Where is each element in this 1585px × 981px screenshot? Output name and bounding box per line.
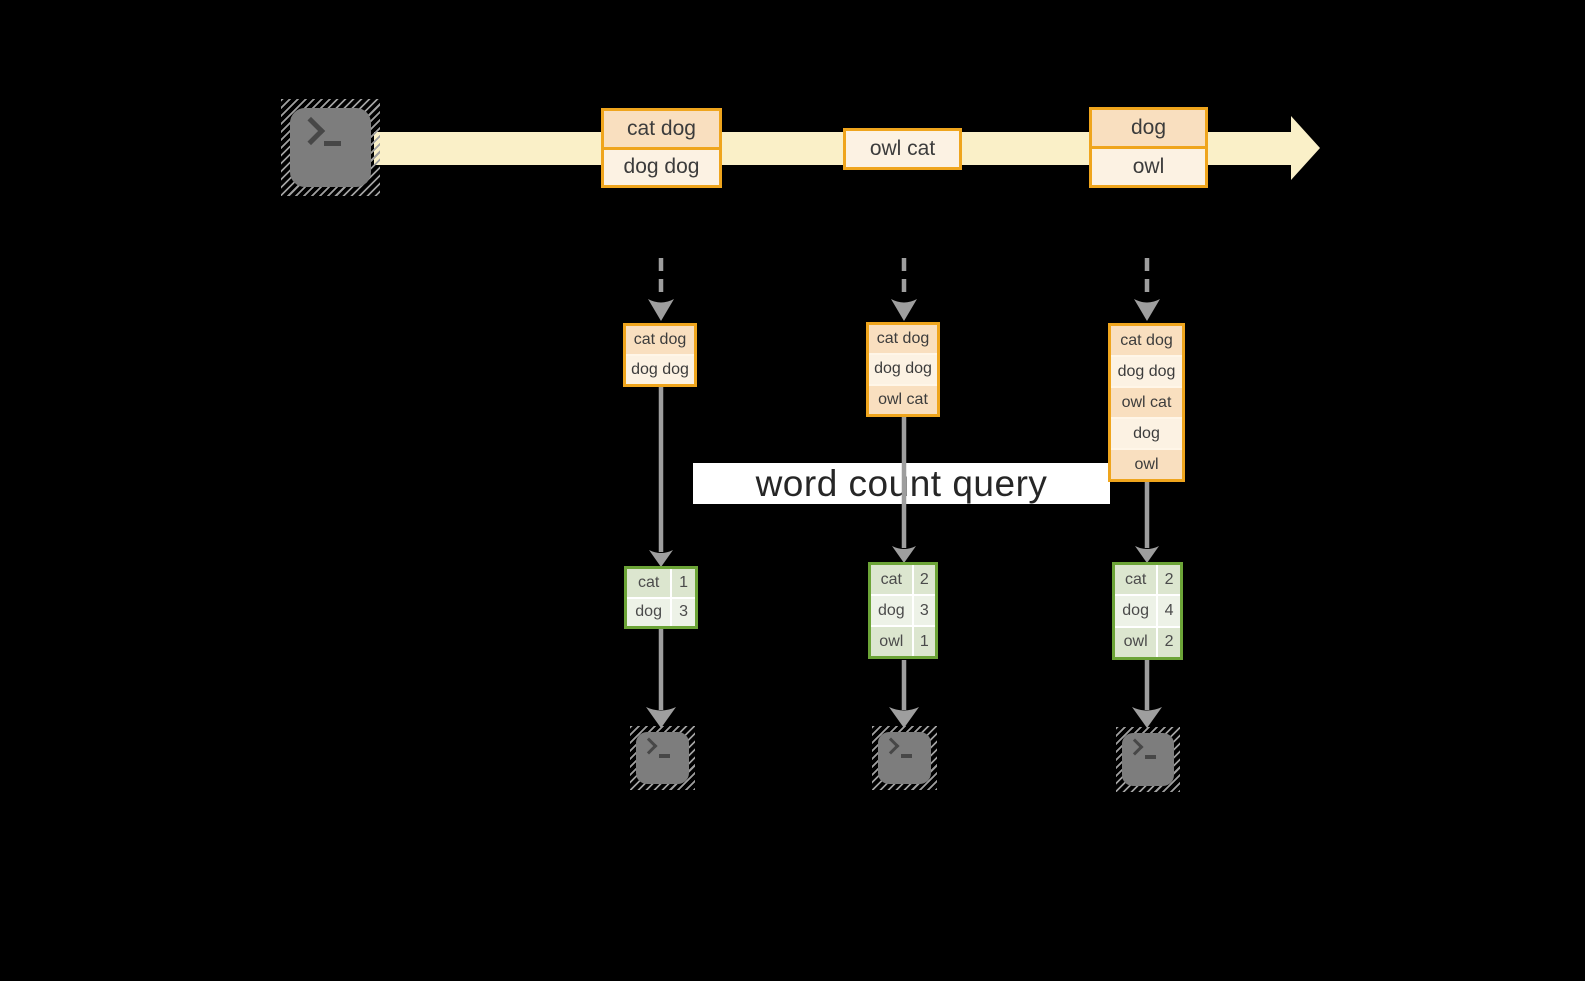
buffer-row: cat dog bbox=[869, 325, 937, 354]
count-value: 3 bbox=[672, 598, 695, 626]
count-table-3: cat 2 dog 4 owl 2 bbox=[1112, 562, 1183, 660]
stream-event-box-3: dog owl bbox=[1089, 107, 1208, 188]
stream-event-row: dog bbox=[1092, 110, 1205, 146]
count-table-2: cat 2 dog 3 owl 1 bbox=[868, 562, 938, 659]
terminal-screen bbox=[878, 732, 931, 784]
count-value: 2 bbox=[1158, 565, 1180, 595]
buffer-row: owl bbox=[1111, 450, 1182, 479]
stream-event-row: owl cat bbox=[846, 131, 959, 167]
prompt-chevron-icon bbox=[1126, 738, 1144, 756]
stream-arrowhead-icon bbox=[1291, 116, 1320, 180]
count-word: dog bbox=[871, 596, 912, 625]
sink-arrowhead-icons bbox=[646, 707, 1162, 728]
count-table-1: cat 1 dog 3 bbox=[624, 566, 698, 629]
input-buffer-1: cat dog dog dog bbox=[623, 323, 697, 387]
buffer-row: dog dog bbox=[1111, 357, 1182, 386]
count-value: 1 bbox=[913, 627, 935, 656]
prompt-chevron-icon bbox=[640, 737, 658, 755]
stream-event-row: owl bbox=[1092, 149, 1205, 185]
count-word: owl bbox=[1115, 627, 1157, 657]
count-value: 2 bbox=[1158, 627, 1180, 657]
count-value: 3 bbox=[913, 596, 935, 625]
terminal-icon bbox=[1116, 727, 1180, 792]
count-word: cat bbox=[871, 565, 912, 594]
query-band: word count query bbox=[693, 463, 1110, 504]
query-arrowhead-icons bbox=[649, 546, 1159, 567]
prompt-underscore-icon bbox=[659, 754, 670, 758]
prompt-underscore-icon bbox=[1145, 755, 1156, 759]
stream-event-box-2: owl cat bbox=[843, 128, 962, 170]
count-word: dog bbox=[627, 598, 671, 626]
buffer-row: dog dog bbox=[626, 356, 694, 384]
count-value: 4 bbox=[1158, 596, 1180, 626]
buffer-row: dog bbox=[1111, 419, 1182, 448]
stream-event-box-1: cat dog dog dog bbox=[601, 108, 722, 188]
terminal-icon bbox=[630, 726, 695, 790]
sink-arrow-lines bbox=[658, 629, 1150, 710]
count-word: cat bbox=[627, 569, 671, 597]
terminal-screen bbox=[636, 732, 689, 784]
terminal-icon bbox=[281, 99, 380, 196]
count-value: 2 bbox=[913, 565, 935, 594]
dashed-arrowhead-icons bbox=[648, 299, 1160, 321]
stream-event-row: cat dog bbox=[604, 111, 719, 147]
buffer-row: cat dog bbox=[1111, 326, 1182, 355]
buffer-row: dog dog bbox=[869, 355, 937, 384]
prompt-chevron-icon bbox=[296, 116, 326, 146]
prompt-underscore-icon bbox=[324, 141, 341, 146]
input-buffer-3: cat dog dog dog owl cat dog owl bbox=[1108, 323, 1185, 482]
terminal-icon bbox=[872, 726, 937, 790]
count-word: cat bbox=[1115, 565, 1157, 595]
query-arrow-lines bbox=[658, 387, 1150, 552]
input-buffer-2: cat dog dog dog owl cat bbox=[866, 322, 940, 417]
count-word: dog bbox=[1115, 596, 1157, 626]
terminal-screen bbox=[1122, 733, 1174, 786]
buffer-row: cat dog bbox=[626, 326, 694, 354]
prompt-chevron-icon bbox=[882, 737, 900, 755]
dashed-arrow-lines bbox=[658, 258, 1150, 296]
count-value: 1 bbox=[672, 569, 695, 597]
count-word: owl bbox=[871, 627, 912, 656]
query-band-label: word count query bbox=[755, 462, 1048, 504]
stream-event-row: dog dog bbox=[604, 149, 719, 185]
prompt-underscore-icon bbox=[901, 754, 912, 758]
terminal-screen bbox=[290, 108, 371, 187]
buffer-row: owl cat bbox=[1111, 388, 1182, 417]
buffer-row: owl cat bbox=[869, 385, 937, 414]
